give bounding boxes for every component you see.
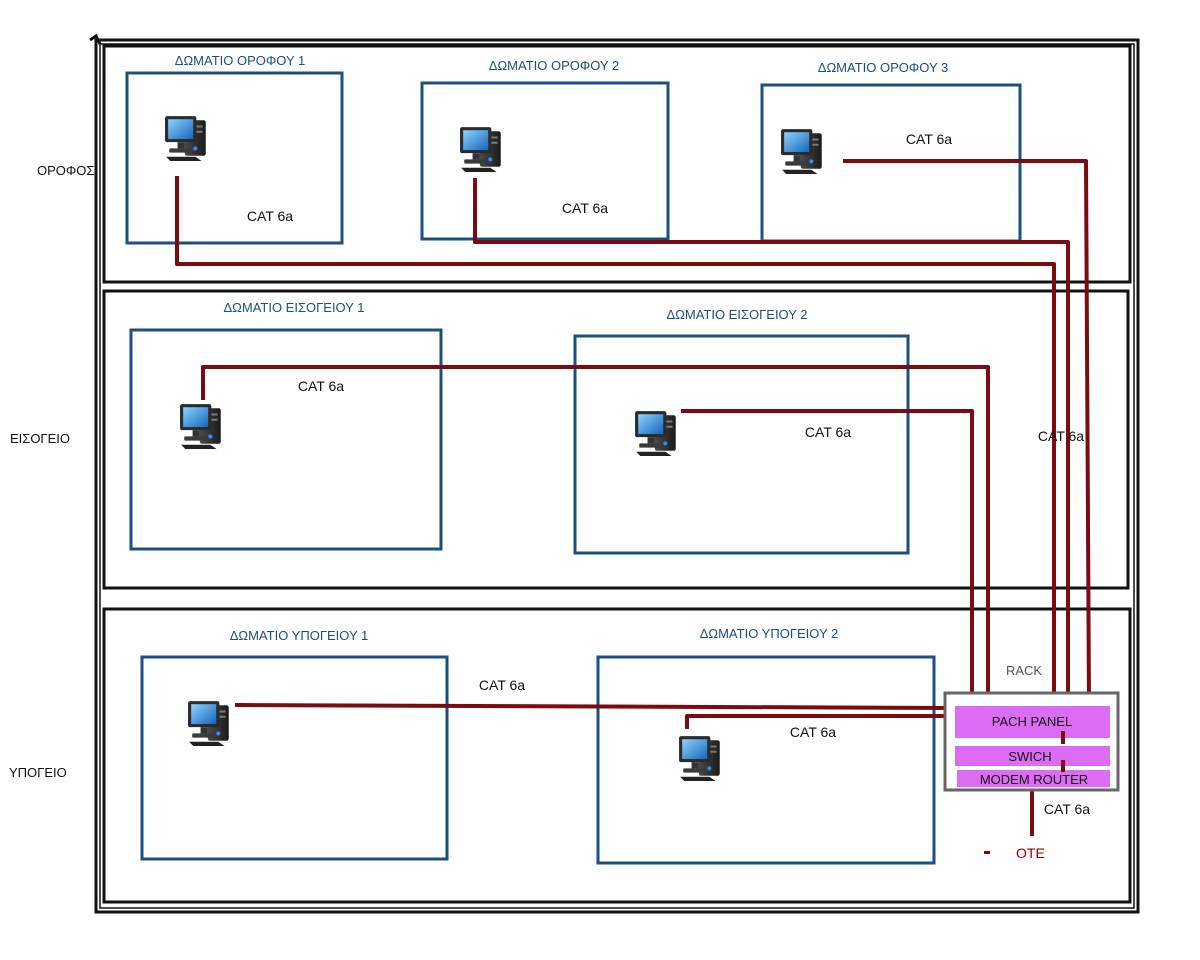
ote-marker [984, 851, 990, 854]
frame-corner-mark [89, 33, 102, 45]
modem-router-box [957, 770, 1110, 787]
floor-label-isogeio: ΕΙΣΟΓΕΙΟ [10, 431, 70, 446]
room-ypogeiou-1: ΔΩΜΑΤΙΟ ΥΠΟΓΕΙΟΥ 1 [140, 628, 449, 861]
building-inner-border [99, 43, 1135, 909]
cable-label-uplink: CAT 6a [1044, 801, 1090, 817]
cable-label-riser: CAT 6a [1038, 428, 1084, 444]
cable-orofou-1 [175, 176, 1056, 707]
rack-title: RACK [1006, 663, 1042, 678]
cable-orofou-3 [843, 159, 1092, 708]
floor-label-ypogeio: ΥΠΟΓΕΙΟ [9, 765, 67, 780]
cable-label-isogeiou-1: CAT 6a [298, 378, 344, 394]
room-title: ΔΩΜΑΤΙΟ ΕΙΣΟΓΕΙΟΥ 1 [223, 300, 364, 315]
computer-icon [180, 404, 221, 449]
isp-ote: OTE [984, 845, 1045, 861]
computer-icon [460, 127, 501, 172]
rack: RACK PACH PANEL SWICH MODEM ROUTER [943, 663, 1120, 792]
cable-label-isogeiou-2: CAT 6a [805, 424, 851, 440]
building-frame [89, 33, 1140, 914]
cable-orofou-2 [473, 178, 1070, 707]
building-outer-border [94, 38, 1140, 914]
cable-label-ypogeiou-2: CAT 6a [790, 724, 836, 740]
floor-panel-orofos [102, 44, 1132, 284]
patch-panel-box [955, 706, 1110, 738]
patch-panel-label: PACH PANEL [992, 714, 1072, 729]
room-orofou-2: ΔΩΜΑΤΙΟ ΟΡΟΦΟΥ 2 [420, 58, 670, 241]
ote-label: OTE [1016, 845, 1045, 861]
modem-router-label: MODEM ROUTER [980, 772, 1088, 787]
room-box [596, 655, 936, 865]
cable-label-orofou-1: CAT 6a [247, 208, 293, 224]
room-ypogeiou-2: ΔΩΜΑΤΙΟ ΥΠΟΓΕΙΟΥ 2 [596, 626, 936, 865]
cable-isogeiou-2 [681, 409, 974, 707]
computer-icon [781, 129, 822, 174]
room-title: ΔΩΜΑΤΙΟ ΕΙΣΟΓΕΙΟΥ 2 [666, 307, 807, 322]
room-title: ΔΩΜΑΤΙΟ ΟΡΟΦΟΥ 2 [489, 58, 619, 73]
switch-label: SWICH [1008, 749, 1051, 764]
room-box [125, 71, 344, 245]
switch-box [955, 746, 1110, 766]
floor-panel-isogeio [102, 289, 1130, 590]
computer-icon [188, 701, 229, 746]
cable-label-orofou-2: CAT 6a [562, 200, 608, 216]
room-box [573, 334, 910, 555]
cable-ypogeiou-1 [234, 702, 961, 711]
room-isogeiou-1: ΔΩΜΑΤΙΟ ΕΙΣΟΓΕΙΟΥ 1 [129, 300, 443, 551]
room-title: ΔΩΜΑΤΙΟ ΥΠΟΓΕΙΟΥ 2 [700, 626, 839, 641]
computer-icon [165, 116, 206, 161]
cable-isogeiou-1 [201, 365, 990, 707]
room-box [420, 81, 670, 241]
room-box [140, 655, 449, 861]
room-title: ΔΩΜΑΤΙΟ ΟΡΟΦΟΥ 1 [175, 53, 305, 68]
room-title: ΔΩΜΑΤΙΟ ΟΡΟΦΟΥ 3 [818, 60, 948, 75]
cabling [175, 159, 1092, 836]
room-title: ΔΩΜΑΤΙΟ ΥΠΟΓΕΙΟΥ 1 [230, 628, 369, 643]
room-box [129, 328, 443, 551]
cable-ypogeiou-2 [685, 714, 960, 729]
room-orofou-1: ΔΩΜΑΤΙΟ ΟΡΟΦΟΥ 1 [125, 53, 344, 245]
floor-label-orofos: ΟΡΟΦΟΣ [37, 163, 94, 178]
computer-icon [635, 411, 676, 456]
cable-label-orofou-3: CAT 6a [906, 131, 952, 147]
computer-icon [679, 736, 720, 781]
floor-panel-ypogeio [102, 607, 1132, 904]
cable-label-ypogeiou-1: CAT 6a [479, 677, 525, 693]
room-isogeiou-2: ΔΩΜΑΤΙΟ ΕΙΣΟΓΕΙΟΥ 2 [573, 307, 910, 555]
